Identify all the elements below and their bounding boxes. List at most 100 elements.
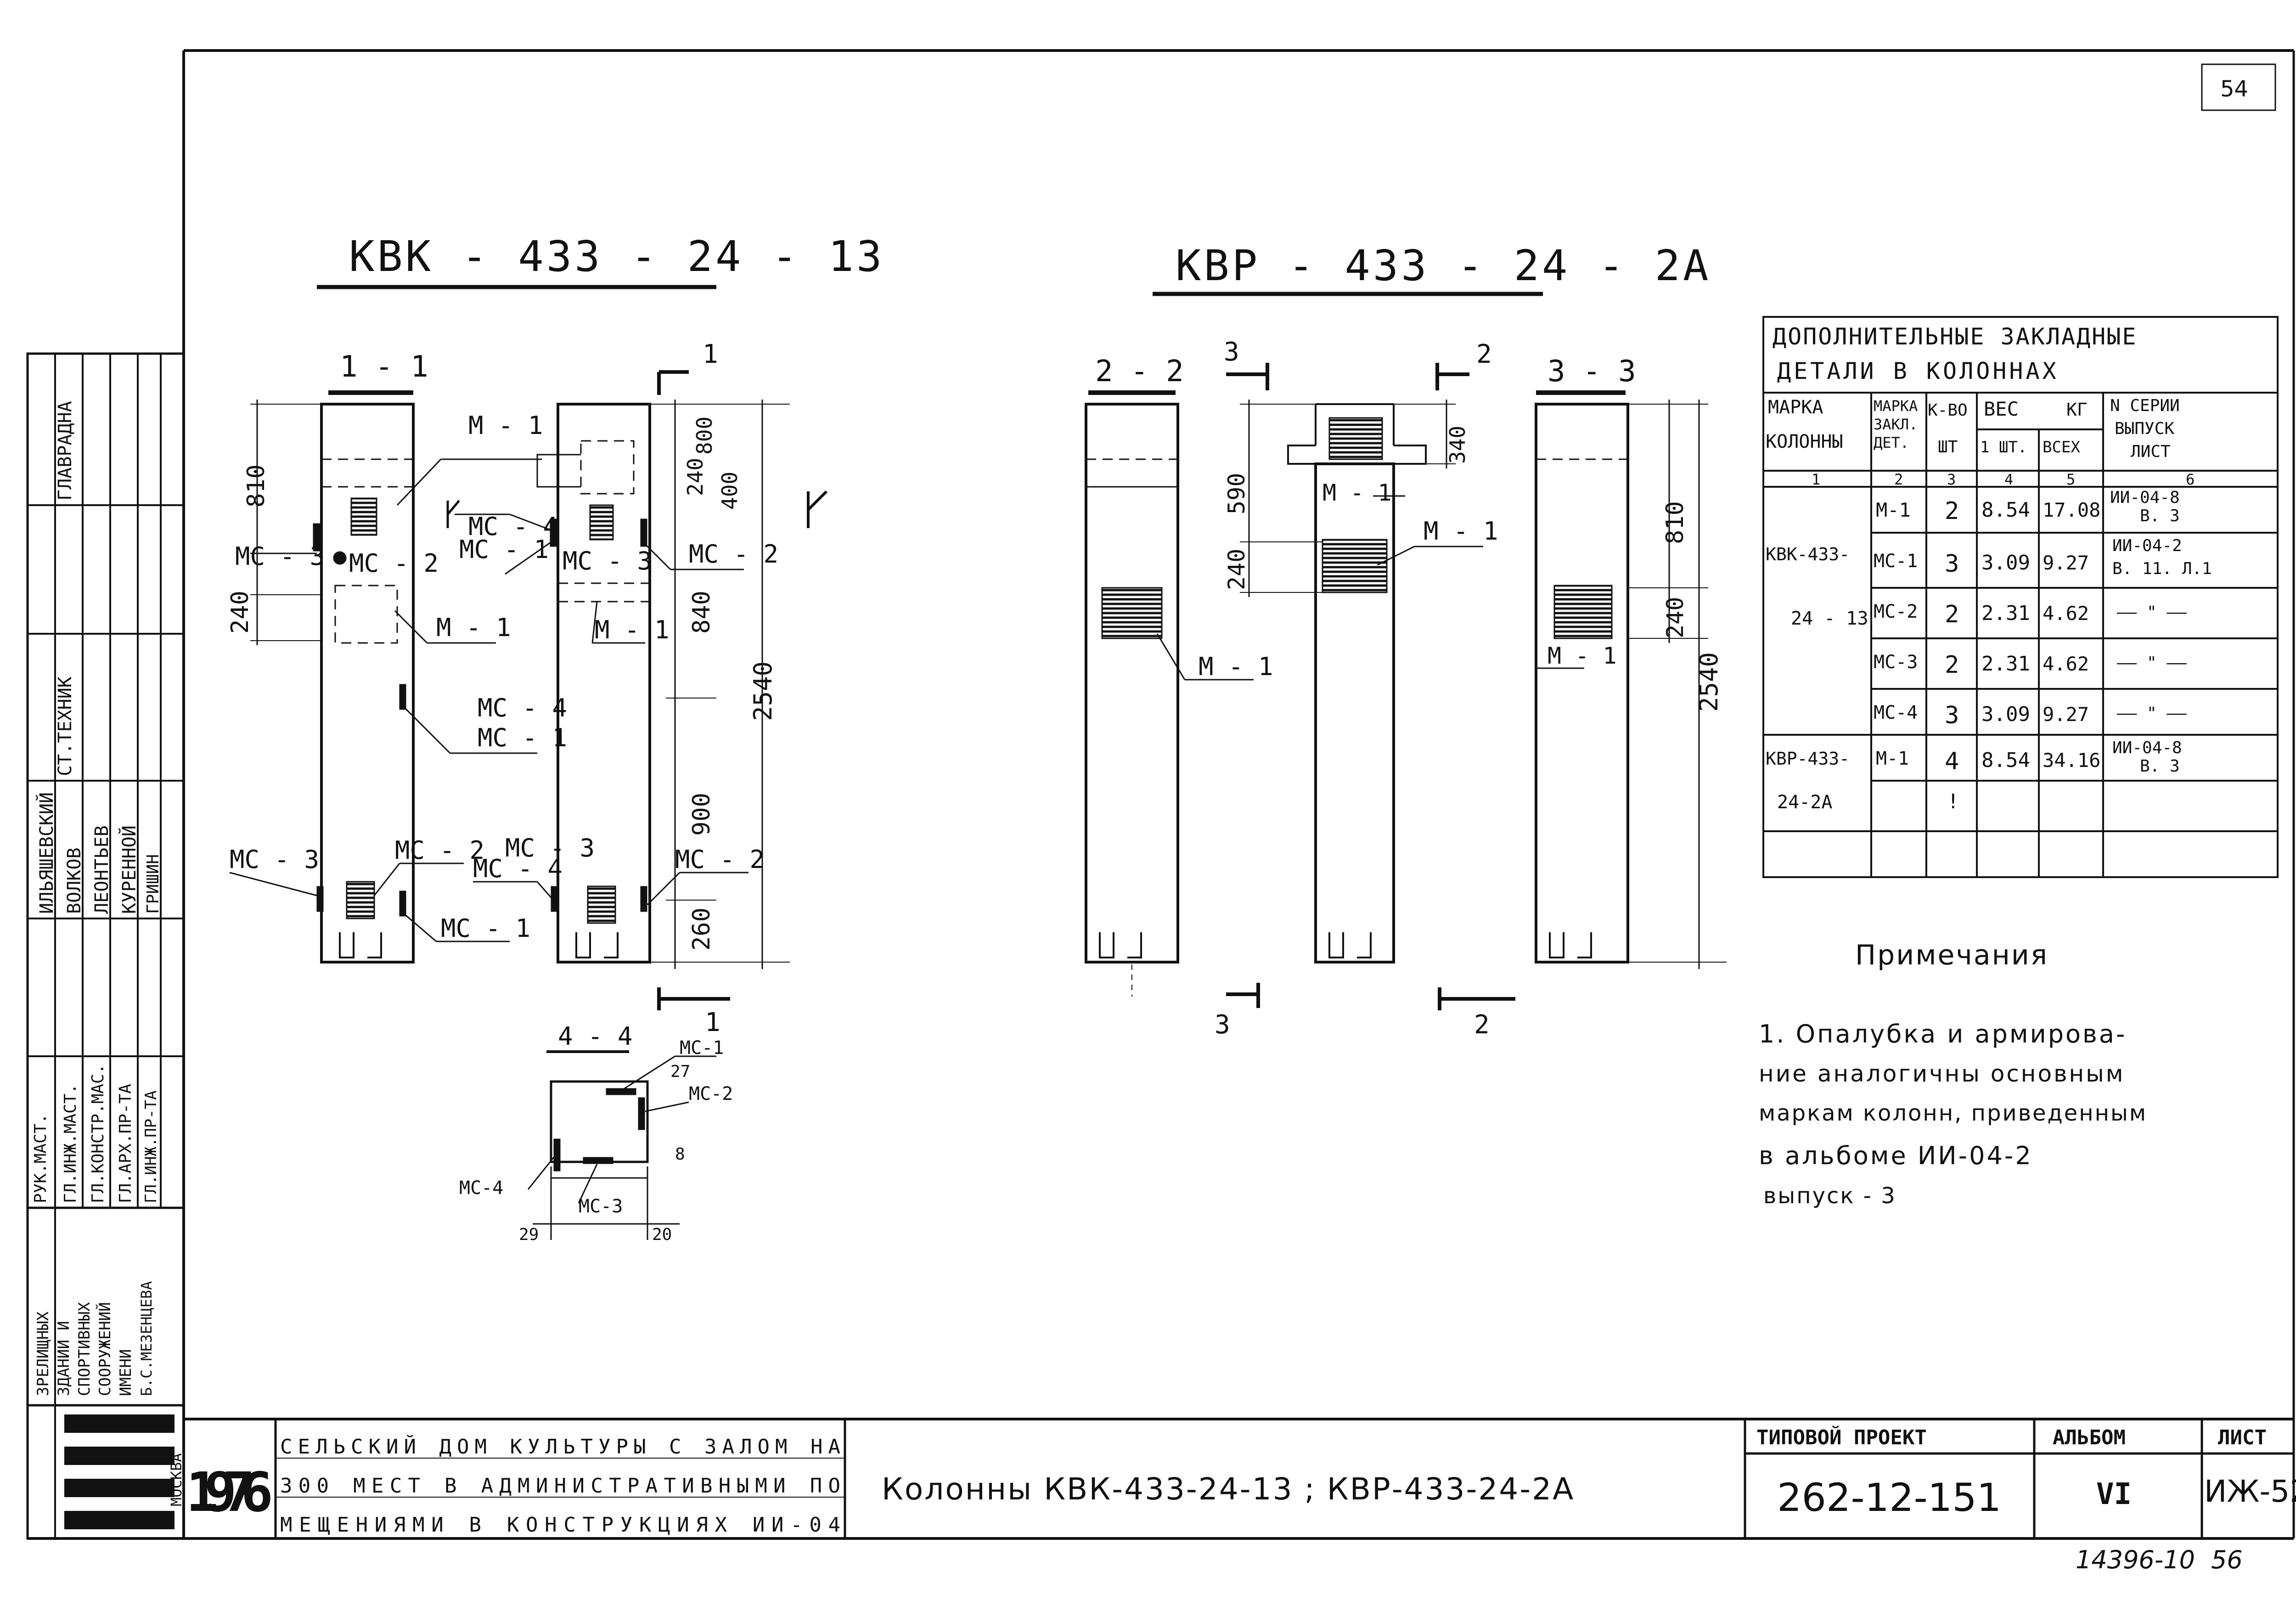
th-ves: ВЕС: [1984, 398, 2019, 420]
table-cell: ИИ-04-8: [2110, 488, 2180, 507]
dim-260: 260: [688, 907, 715, 951]
stamp-bottom-code: 14396-10: [2076, 1545, 2195, 1574]
cut-label-2-bot: 2: [1474, 1010, 1490, 1040]
title-block: [182, 1419, 2294, 1538]
table-cell: М-1: [1876, 499, 1911, 521]
th-num-4: 4: [2004, 471, 2013, 488]
table-cell: 8.54: [1981, 749, 2030, 772]
section-4-4: [527, 1050, 716, 1240]
section-2-2: [1085, 363, 1269, 1008]
table-group2-a: КВР-433-: [1766, 749, 1850, 769]
table-cell: 2: [1945, 601, 1959, 628]
stamp-sheet-value: ИЖ-52: [2204, 1474, 2296, 1509]
label-mc4-s44: МС-4: [459, 1177, 503, 1199]
dim-240-s33: 240: [1662, 597, 1688, 638]
label-m1-kvk: М - 1: [595, 615, 670, 644]
th-col2-b: ЗАКЛ.: [1874, 416, 1918, 433]
label-mc4-kvk-bot: МС - 4: [473, 854, 563, 883]
th-col2-a: МАРКА: [1874, 397, 1918, 415]
th-num-2: 2: [1894, 471, 1903, 488]
side-city: МОСКВА: [168, 1453, 185, 1506]
table-cell: —— " ——: [2117, 704, 2187, 723]
table-cell: МС-4: [1874, 702, 1918, 723]
side-org-4: СООРУЖЕНИЙ: [96, 1302, 114, 1396]
side-name-1: ИЛЬЯШЕВСКИЙ: [35, 792, 57, 914]
side-top-role-2: ГЛАВРАДНА: [55, 401, 76, 501]
section-1-1-label: 1 - 1: [340, 350, 428, 384]
table-cell: МС-3: [1874, 652, 1918, 673]
table-cell: 3.09: [1981, 703, 2030, 726]
label-m1-mid: М - 1: [436, 613, 511, 642]
stamp-tp-label: ТИПОВОЙ ПРОЕКТ: [1756, 1425, 1927, 1449]
label-mc3-s44: МС-3: [579, 1196, 623, 1217]
table-cell: 9.27: [2043, 703, 2089, 726]
side-name-3: ЛЕОНТЬЕВ: [91, 825, 113, 914]
stamp-project-1: СЕЛЬСКИЙ ДОМ КУЛЬТУРЫ С ЗАЛОМ НА: [280, 1434, 840, 1459]
label-mc1-kvk: МС - 1: [459, 535, 549, 564]
label-mc1-mid: МС - 1: [478, 723, 567, 752]
dim-800: 800: [692, 417, 717, 455]
th-num-6: 6: [2186, 471, 2195, 488]
sheet-corner-number: 54: [2220, 76, 2248, 102]
table-cell: ИИ-04-8: [2112, 738, 2182, 757]
th-col3-b: ШТ: [1938, 438, 1958, 456]
label-mc4-kvk: МС - 4: [468, 512, 558, 541]
table-cell: 4: [1945, 748, 1959, 775]
stamp-project-3: МЕЩЕНИЯМИ В КОНСТРУКЦИЯХ ИИ-04: [280, 1513, 840, 1537]
stamp-album-value: VI: [2096, 1477, 2132, 1511]
label-mc3-left: МС - 3: [235, 542, 325, 571]
notes-line-4: в альбоме ИИ-04-2: [1759, 1141, 2033, 1170]
table-cell: В. 3: [2140, 507, 2180, 525]
dim-840: 840: [688, 591, 715, 634]
label-mc2-left: МС - 2: [349, 549, 439, 578]
th-num-1: 1: [1812, 471, 1820, 488]
table-cell: 3: [1945, 550, 1959, 578]
table-group1-a: КВК-433-: [1766, 544, 1850, 564]
dim-8: 8: [675, 1145, 685, 1164]
notes-title: Примечания: [1855, 939, 2048, 971]
th-col2-c: ДЕТ.: [1874, 434, 1909, 451]
cut-label-1-top: 1: [703, 339, 718, 369]
table-cell: 4.62: [2043, 602, 2089, 625]
table-group1-b: 24 - 13: [1791, 608, 1868, 629]
section-4-4-label: 4 - 4: [558, 1022, 633, 1051]
side-role-4: ГЛ.АРХ.ПР-ТА: [116, 1084, 135, 1203]
side-role-2: ГЛ.ИНЖ.МАСТ.: [61, 1084, 80, 1203]
table-cell: В. 11. Л.1: [2112, 559, 2212, 578]
table-cell: МС-2: [1874, 601, 1918, 622]
dim-29: 29: [519, 1225, 539, 1244]
side-top-role-1: СТ.ТЕХНИК: [55, 676, 76, 776]
dim-590: 590: [1223, 473, 1250, 514]
table-title-2: ДЕТАЛИ В КОЛОННАХ: [1777, 358, 2059, 384]
th-num-3: 3: [1947, 471, 1956, 488]
th-num-5: 5: [2066, 471, 2075, 488]
table-cell: М-1: [1876, 748, 1909, 769]
stamp-bottom-num: 56: [2211, 1545, 2243, 1574]
th-col6-b: ВЫПУСК: [2115, 419, 2174, 438]
label-mc1-bot: МС - 1: [441, 914, 530, 943]
stamp-project-2: 300 МЕСТ В АДМИНИСТРАТИВНЫМИ ПО: [280, 1474, 840, 1498]
section-2-2-label: 2 - 2: [1095, 355, 1184, 389]
title-kvr: КВР - 433 - 24 - 2А: [1176, 241, 1711, 290]
table-cell: 2: [1945, 651, 1959, 679]
stamp-tp-value: 262-12-151: [1777, 1475, 2001, 1520]
label-mc1-s44: МС-1: [680, 1037, 724, 1059]
title-kvk: КВК - 433 - 24 - 13: [349, 232, 884, 281]
table-cell: ИИ-04-2: [2112, 536, 2182, 555]
section-3-3-label: 3 - 3: [1548, 355, 1636, 389]
label-m1-s22: М - 1: [1199, 652, 1273, 681]
side-stamp: [26, 352, 185, 1540]
table-cell: —— " ——: [2117, 603, 2187, 622]
dim-400: 400: [717, 472, 742, 510]
label-mc2-s44: МС-2: [689, 1083, 733, 1104]
table-cell: 2: [1945, 497, 1959, 525]
label-mc3-kvk-bot: МС - 3: [505, 834, 595, 862]
embedded-parts-table: [1762, 316, 2279, 878]
dim-27: 27: [670, 1062, 690, 1081]
notes-line-3: маркам колонн, приведенным: [1759, 1100, 2147, 1126]
label-mc2-bot: МС - 2: [395, 836, 484, 865]
dim-810-s33: 810: [1661, 501, 1689, 544]
notes-line-2: ние аналогичны основным: [1759, 1060, 2125, 1087]
table-cell: !: [1947, 790, 1959, 813]
dim-20: 20: [652, 1225, 672, 1244]
